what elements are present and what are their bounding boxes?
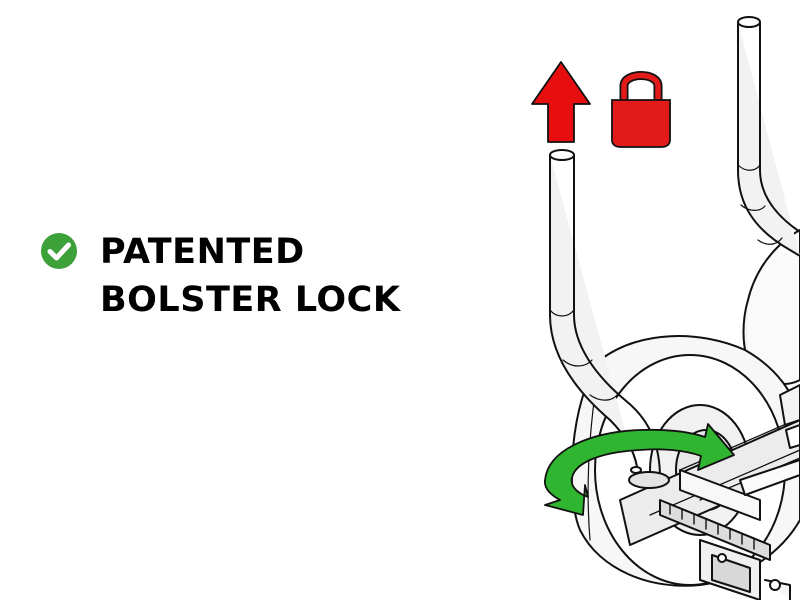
trailer-frame xyxy=(619,384,800,600)
feature-callout: PATENTED BOLSTER LOCK xyxy=(40,228,400,324)
padlock-icon xyxy=(611,71,671,148)
rotate-arrow-icon xyxy=(544,423,735,516)
rear-bolster-pipe xyxy=(737,16,800,257)
check-circle-icon xyxy=(41,233,77,269)
feature-title-line-1: PATENTED xyxy=(100,232,305,272)
up-arrow-icon xyxy=(531,61,591,143)
feature-title: PATENTED BOLSTER LOCK xyxy=(100,228,400,324)
feature-title-line-2: BOLSTER LOCK xyxy=(100,280,401,320)
